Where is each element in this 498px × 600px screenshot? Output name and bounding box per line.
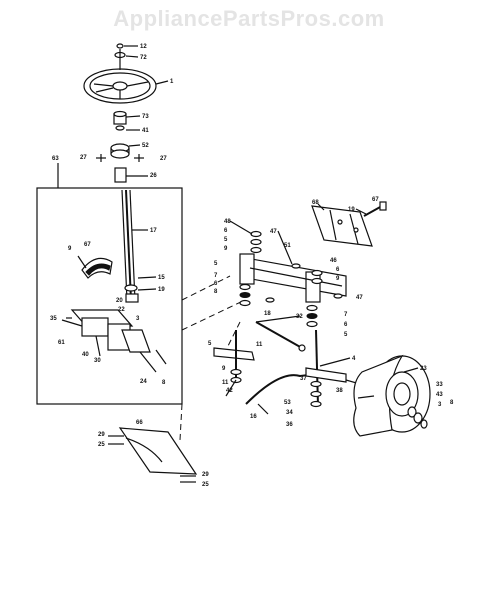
wheel-hardware <box>407 406 428 429</box>
callout-label: 36 <box>286 422 293 428</box>
callout-label: 8 <box>162 380 166 386</box>
callout-label: 67 <box>84 242 91 248</box>
callout-label: 9 <box>336 276 340 282</box>
bolt-top-right <box>363 201 387 217</box>
right-spindle <box>305 329 361 408</box>
callout-label: 6 <box>336 267 340 273</box>
tie-rod <box>245 373 319 415</box>
callout-label: 19 <box>158 287 165 293</box>
callout-label: 11 <box>222 380 229 386</box>
callout-label: 7 <box>214 273 218 279</box>
callout-label: 53 <box>284 400 291 406</box>
callout-label: 9 <box>68 246 72 252</box>
callout-label: 33 <box>436 382 443 388</box>
callout-label: 8 <box>450 400 454 406</box>
callout-label: 43 <box>436 392 443 398</box>
steering-wheel <box>83 68 157 104</box>
left-spindle <box>213 330 255 397</box>
callout-label: 47 <box>356 295 363 301</box>
callout-label: 1 <box>170 79 174 85</box>
callout-label: 35 <box>50 316 57 322</box>
callout-label: 6 <box>344 322 348 328</box>
callout-label: 5 <box>214 261 218 267</box>
callout-label: 18 <box>264 311 271 317</box>
callout-label: 42 <box>226 388 233 394</box>
wheel-cap <box>114 43 126 70</box>
steering-adapter <box>110 110 130 183</box>
callout-label: 27 <box>80 155 87 161</box>
callout-label: 72 <box>140 55 147 61</box>
callout-label: 5 <box>224 237 228 243</box>
callout-label: 26 <box>150 173 157 179</box>
lower-bracket <box>108 427 198 483</box>
callout-label: 3 <box>136 316 140 322</box>
callout-label: 16 <box>250 414 257 420</box>
callout-label: 5 <box>344 332 348 338</box>
callout-label: 17 <box>150 228 157 234</box>
callout-label: 30 <box>94 358 101 364</box>
callout-label: 40 <box>82 352 89 358</box>
callout-label: 19 <box>348 207 355 213</box>
callout-label: 7 <box>344 312 348 318</box>
callout-label: 37 <box>300 376 307 382</box>
callout-label: 47 <box>270 229 277 235</box>
callout-label: 23 <box>420 366 427 372</box>
front-wheel <box>353 354 431 437</box>
steering-column-box <box>36 187 183 405</box>
callout-label: 9 <box>222 366 226 372</box>
pitman-arm-bracket <box>61 309 167 373</box>
callout-label: 73 <box>142 114 149 120</box>
callout-label: 52 <box>142 143 149 149</box>
callout-label: 20 <box>116 298 123 304</box>
callout-label: 34 <box>286 410 293 416</box>
callout-label: 4 <box>352 356 356 362</box>
leader-lines <box>57 45 419 373</box>
callout-label: 63 <box>52 156 59 162</box>
callout-label: 9 <box>224 246 228 252</box>
steering-shaft <box>121 189 139 303</box>
front-axle <box>239 253 347 303</box>
callout-label: 51 <box>284 243 291 249</box>
callout-label: 61 <box>58 340 65 346</box>
callout-label: 41 <box>142 128 149 134</box>
callout-label: 46 <box>330 258 337 264</box>
callout-label: 25 <box>202 482 209 488</box>
callout-label: 67 <box>372 197 379 203</box>
watermark-text: AppliancePartsPros.com <box>113 6 385 31</box>
callout-label: 6 <box>224 228 228 234</box>
callout-label: 38 <box>336 388 343 394</box>
callout-label: 15 <box>158 275 165 281</box>
washer-stacks <box>239 230 343 328</box>
callout-label: 68 <box>312 200 319 206</box>
callout-label: 32 <box>296 314 303 320</box>
callout-label: 66 <box>136 420 143 426</box>
callout-label: 24 <box>140 379 147 385</box>
sector-gear <box>77 255 113 279</box>
callout-labels: 12 72 1 73 41 52 27 27 26 63 17 9 67 15 … <box>50 44 454 488</box>
callout-label: 25 <box>98 442 105 448</box>
callout-label: 48 <box>224 219 231 225</box>
callout-label: 29 <box>98 432 105 438</box>
callout-label: 11 <box>256 342 263 348</box>
callout-label: 12 <box>140 44 147 50</box>
callout-label: 3 <box>438 402 442 408</box>
callout-label: 8 <box>214 289 218 295</box>
drag-link <box>255 321 306 352</box>
axle-mount-bracket <box>311 205 373 247</box>
callout-label: 22 <box>118 307 125 313</box>
callout-label: 6 <box>214 281 218 287</box>
callout-label: 5 <box>208 341 212 347</box>
callout-label: 27 <box>160 156 167 162</box>
reference-dashes <box>179 275 246 441</box>
small-screws-top <box>96 154 144 162</box>
callout-label: 29 <box>202 472 209 478</box>
